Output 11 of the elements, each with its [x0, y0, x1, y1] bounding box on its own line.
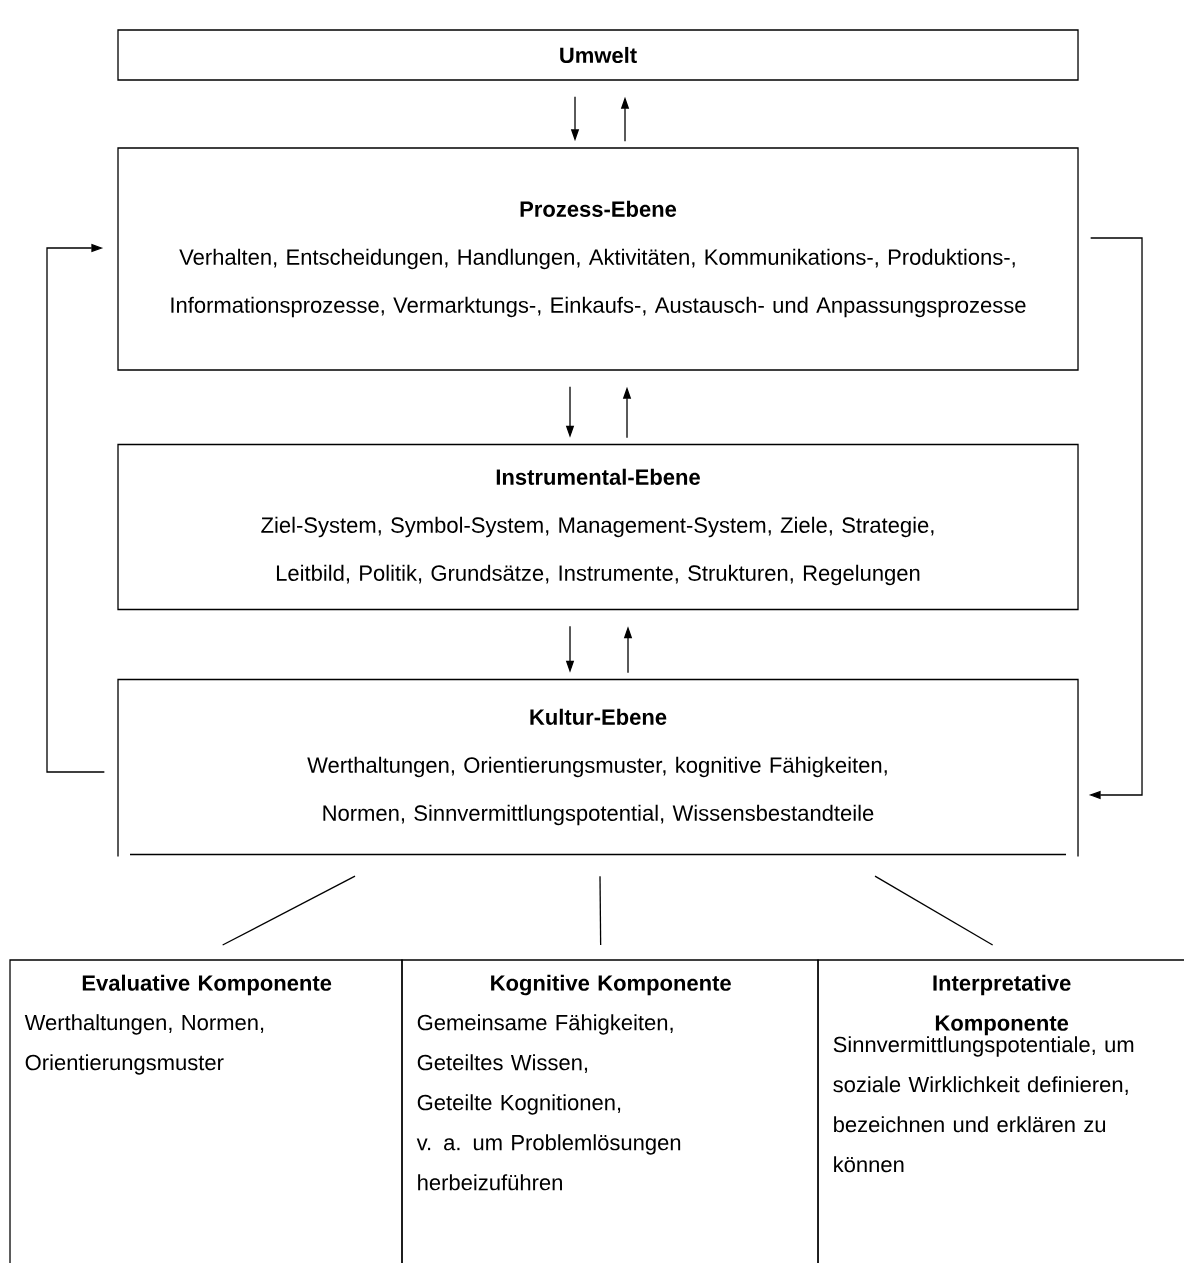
- level-box: Umwelt: [117, 29, 1079, 81]
- connector-line: [874, 875, 994, 946]
- arrow: [46, 243, 105, 773]
- level-box: Prozess-Ebene Verhalten, Entscheidungen, Handlungen, Aktivitäten, Kommunikations-, Produktions-, Informationsprozesse, Vermarktungs-, Einkaufs-, Austausch- und Anpassungsprozesse: [117, 147, 1079, 371]
- connector-line: [222, 875, 356, 946]
- level-box: Kultur-Ebene Werthaltungen, Orientierungsmuster, kognitive Fähigkeiten, Normen, Sinnvermittlungspotential, Wissensbestandteile: [117, 678, 1079, 858]
- table-cell: Evaluative Komponente Werthaltungen, Normen, Orientierungsmuster: [9, 959, 403, 1263]
- connector-line: [599, 875, 602, 946]
- table-cell: Kognitive Komponente Gemeinsame Fähigkeiten, Geteiltes Wissen, Geteilte Kognitionen, v. a. um Problemlösungen herbeizuführen: [401, 959, 819, 1263]
- table-cell: Interpretative Komponente Sinnvermittlungspotentiale, um soziale Wirklichkeit definieren, bezeichnen und erklären zu können: [817, 959, 1184, 1263]
- level-box: Instrumental-Ebene Ziel-System, Symbol-System, Management-System, Ziele, Strategie, Leitbild, Politik, Grundsätze, Instrumente, Strukturen, Regelungen: [117, 443, 1079, 611]
